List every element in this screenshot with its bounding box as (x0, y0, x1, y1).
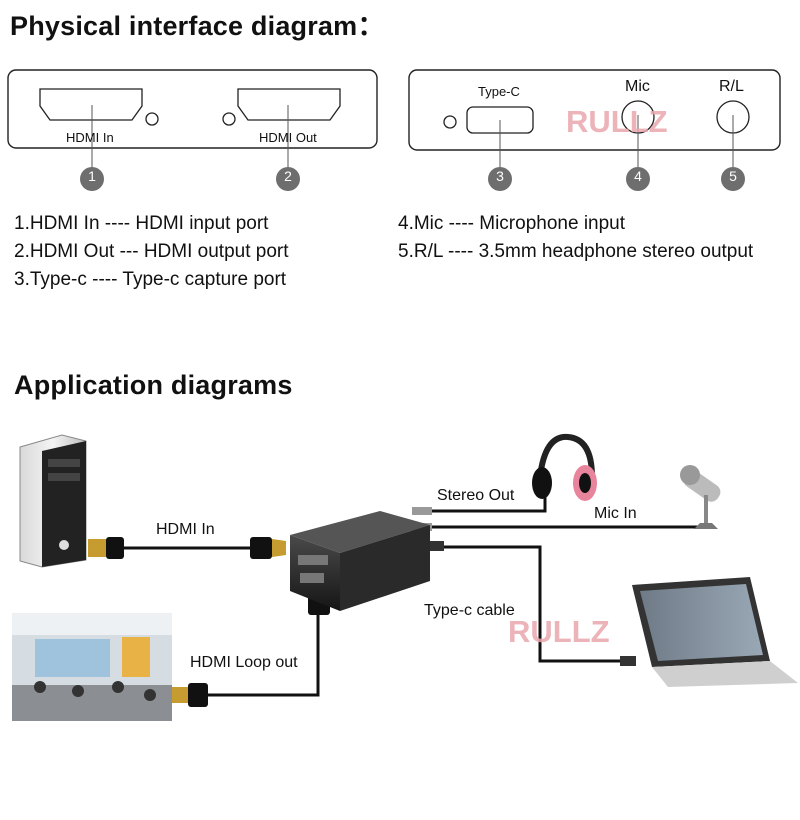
pc-tower-icon (19, 434, 87, 568)
classroom-display-icon (12, 613, 172, 721)
front-panel-hdmi (7, 69, 378, 191)
laptop-icon (632, 577, 798, 687)
callout-3-number: 3 (496, 168, 504, 184)
callout-3-icon (488, 167, 512, 191)
hdmi-out-port-label: HDMI Out (259, 130, 317, 145)
physical-diagram-title: Physical interface diagram： (10, 11, 385, 41)
callout-4-number: 4 (634, 168, 642, 184)
led-indicator-icon (443, 115, 457, 129)
type-c-port-label: Type-C (478, 84, 520, 99)
type-c-cable-label: Type-c cable (424, 602, 515, 619)
callout-1-icon (80, 167, 104, 191)
callout-1-number: 1 (88, 168, 96, 184)
hdmi-in-port-label: HDMI In (66, 130, 114, 145)
legend-item-type-c: 3.Type-c ---- Type-c capture port (14, 269, 287, 290)
interface-panels (7, 69, 781, 191)
rl-port-label: R/L (719, 78, 744, 95)
hdmi-in-port-icon (39, 88, 143, 121)
microphone-icon (680, 465, 721, 529)
callout-5-icon (721, 167, 745, 191)
led-indicator-icon (222, 112, 236, 126)
headphones-icon (532, 433, 597, 501)
hdmi-out-port-icon (237, 88, 341, 121)
watermark-top: RULLZ (566, 104, 668, 139)
stereo-out-label: Stereo Out (437, 487, 515, 504)
callout-5-number: 5 (729, 168, 737, 184)
application-diagram (12, 433, 798, 721)
legend-item-hdmi-in: 1.HDMI In ---- HDMI input port (14, 213, 269, 234)
hdmi-loop-out-label: HDMI Loop out (190, 654, 298, 671)
legend-item-rl: 5.R/L ---- 3.5mm headphone stereo output (398, 241, 754, 262)
legend-left: 1.HDMI In ---- HDMI input port 2.HDMI Ou… (14, 210, 289, 294)
legend-right: 4.Mic ---- Microphone input 5.R/L ---- 3… (398, 210, 753, 266)
callout-2-icon (276, 167, 300, 191)
mic-port-label: Mic (625, 78, 650, 95)
callout-2-number: 2 (284, 168, 292, 184)
hdmi-loop-cable (205, 615, 320, 697)
legend-item-hdmi-out: 2.HDMI Out --- HDMI output port (14, 241, 289, 262)
watermark-bottom: RULLZ (508, 614, 610, 649)
legend-item-mic: 4.Mic ---- Microphone input (398, 213, 626, 234)
led-indicator-icon (145, 112, 159, 126)
hdmi-in-label: HDMI In (156, 521, 215, 538)
callout-4-icon (626, 167, 650, 191)
back-panel-audio-usb (408, 69, 781, 191)
capture-device-icon (290, 511, 430, 611)
mic-in-label: Mic In (594, 505, 637, 522)
application-diagram-title: Application diagrams (14, 370, 293, 400)
type-c-cable (440, 545, 625, 663)
